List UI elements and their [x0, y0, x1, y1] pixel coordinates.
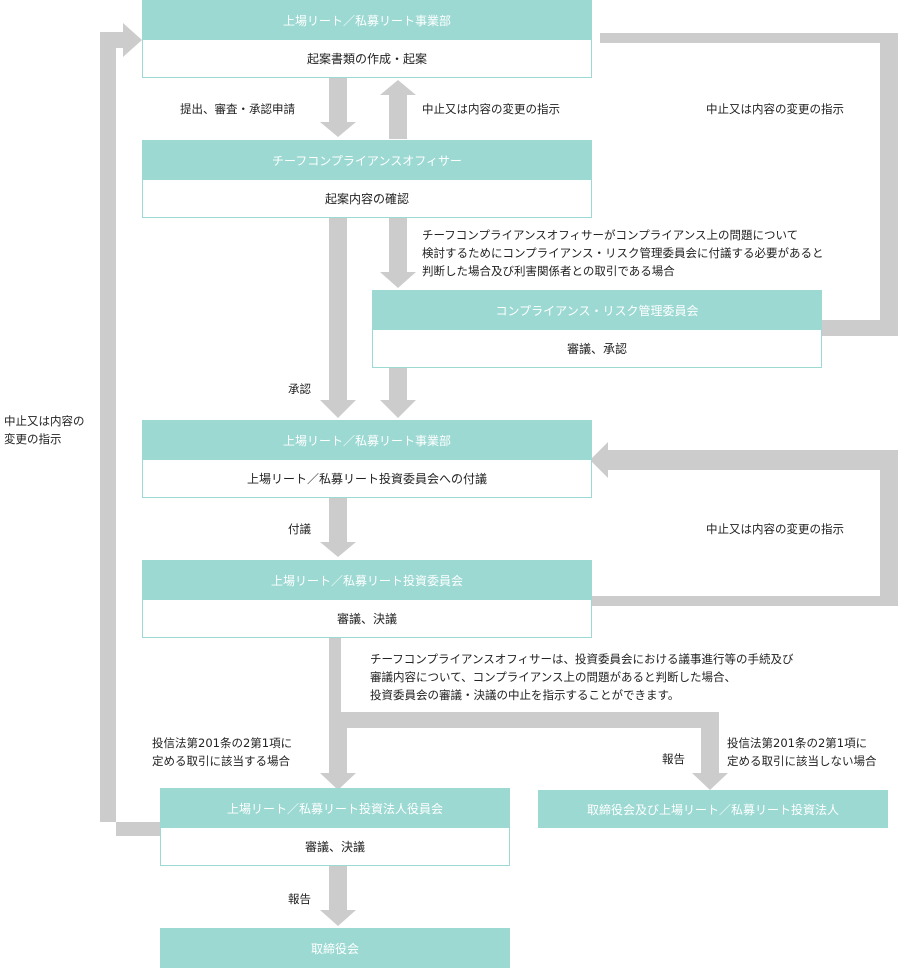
- label-stop-change-1: 中止又は内容の変更の指示: [422, 102, 560, 116]
- label-approval: 承認: [288, 382, 311, 396]
- label-left-stop-change: 中止又は内容の 変更の指示: [4, 414, 85, 446]
- cco-title: チーフコンプライアンスオフィサー: [142, 140, 592, 180]
- arrow-stop-up: [380, 80, 416, 139]
- dept-mid-title: 上場リート／私募リート事業部: [142, 420, 592, 460]
- arrow-approval-down: [320, 218, 356, 418]
- arrow-submit-down: [320, 78, 356, 137]
- corp-board-box: 上場リート／私募リート投資法人役員会 審議、決議: [160, 788, 510, 866]
- dept-top-body: 起案書類の作成・起案: [142, 40, 592, 78]
- label-report-right: 報告: [662, 752, 685, 766]
- cco-body: 起案内容の確認: [142, 180, 592, 218]
- label-submit: 提出、審査・承認申請: [180, 102, 295, 116]
- corp-board-body: 審議、決議: [160, 828, 510, 866]
- arrow-right-loop-mid: [590, 442, 898, 606]
- note-cco-power: チーフコンプライアンスオフィサーは、投資委員会における議事進行等の手続及び 審議…: [370, 652, 794, 702]
- arrow-report-down: [320, 866, 356, 926]
- report-board-box: 取締役会及び上場リート／私募リート投資法人: [538, 790, 888, 828]
- label-submit-agenda: 付議: [288, 522, 311, 536]
- label-report-bottom: 報告: [288, 892, 311, 906]
- invest-committee-body: 審議、決議: [142, 600, 592, 638]
- cco-box: チーフコンプライアンスオフィサー 起案内容の確認: [142, 140, 592, 218]
- note-cco-condition: チーフコンプライアンスオフィサーがコンプライアンス上の問題について 検討するため…: [422, 228, 824, 278]
- invest-committee-box: 上場リート／私募リート投資委員会 審議、決議: [142, 560, 592, 638]
- label-stop-change-right-top: 中止又は内容の変更の指示: [706, 102, 844, 116]
- risk-committee-box: コンプライアンス・リスク管理委員会 審議、承認: [372, 290, 822, 368]
- corp-board-title: 上場リート／私募リート投資法人役員会: [160, 788, 510, 828]
- arrow-agenda-down: [320, 498, 356, 557]
- label-case-not-applicable: 投信法第201条の2第1項に 定める取引に該当しない場合: [727, 736, 877, 768]
- risk-committee-title: コンプライアンス・リスク管理委員会: [372, 290, 822, 330]
- dept-top-box: 上場リート／私募リート事業部 起案書類の作成・起案: [142, 0, 592, 78]
- arrow-branch: [320, 638, 728, 790]
- invest-committee-title: 上場リート／私募リート投資委員会: [142, 560, 592, 600]
- label-case-applicable: 投信法第201条の2第1項に 定める取引に該当する場合: [152, 736, 293, 768]
- risk-committee-body: 審議、承認: [372, 330, 822, 368]
- arrow-left-loop: [100, 23, 160, 836]
- dept-mid-box: 上場リート／私募リート事業部 上場リート／私募リート投資委員会への付議: [142, 420, 592, 498]
- arrow-risk-to-dept: [380, 368, 416, 418]
- label-stop-change-right-mid: 中止又は内容の変更の指示: [706, 522, 844, 536]
- dept-mid-body: 上場リート／私募リート投資委員会への付議: [142, 460, 592, 498]
- dept-top-title: 上場リート／私募リート事業部: [142, 0, 592, 40]
- arrow-cco-to-risk: [380, 218, 416, 288]
- board-final-box: 取締役会: [160, 928, 510, 968]
